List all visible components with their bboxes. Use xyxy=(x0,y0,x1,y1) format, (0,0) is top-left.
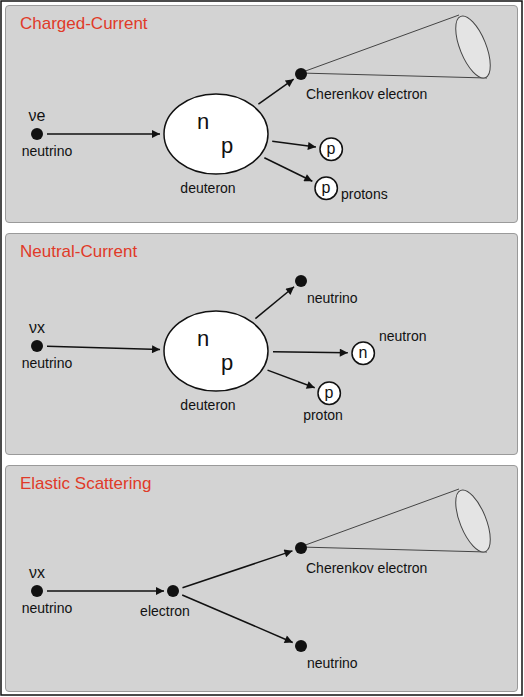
deuteron-ellipse: npdeuteron xyxy=(163,310,269,392)
cone-edge xyxy=(300,15,459,73)
reaction-arrow xyxy=(258,79,293,104)
panel-title: Elastic Scattering xyxy=(20,474,151,494)
reaction-arrow xyxy=(47,133,160,135)
particle-dot: νeneutrino xyxy=(31,128,43,140)
particle-label: neutrino xyxy=(22,143,73,159)
neutrino-symbol: νe xyxy=(29,107,46,125)
reaction-arrow xyxy=(268,370,315,388)
cone-edge xyxy=(300,547,487,552)
particle-dot: neutrino xyxy=(295,640,307,652)
particle-dot-shape xyxy=(31,340,43,352)
particle-label: electron xyxy=(140,603,190,619)
particle-label: deuteron xyxy=(180,397,235,413)
reaction-arrow xyxy=(182,595,293,642)
particle-dot-shape xyxy=(295,542,307,554)
nucleon-outline xyxy=(352,342,374,364)
node-outline xyxy=(295,68,307,80)
nucleon-circle: nneutron xyxy=(351,341,375,365)
particle-label: Cherenkov electron xyxy=(306,86,427,102)
particle-label: neutron xyxy=(379,328,426,344)
nucleon-letter: p xyxy=(325,384,334,402)
neutrino-symbol: νx xyxy=(29,564,45,582)
particle-dot-shape xyxy=(31,128,43,140)
reaction-arrow xyxy=(47,346,160,349)
nucleon-outline xyxy=(320,138,342,160)
nucleon-letter: n xyxy=(197,109,209,134)
cherenkov-cone xyxy=(300,486,497,557)
particle-label: neutrino xyxy=(22,600,73,616)
nucleon-letter: p xyxy=(327,140,336,158)
particle-dot-shape xyxy=(31,585,43,597)
reaction-arrow xyxy=(273,352,348,353)
cone-edge xyxy=(300,489,459,547)
reaction-panel: νxneutrinonpdeuteronneutrinonneutronppro… xyxy=(5,233,518,455)
node-outline xyxy=(295,542,307,554)
reaction-arrow xyxy=(255,287,294,319)
particle-dot-shape xyxy=(295,68,307,80)
deuteron-outline xyxy=(164,94,268,174)
cherenkov-cone xyxy=(300,12,497,83)
nucleon-circle: p xyxy=(319,137,343,161)
reaction-arrow xyxy=(272,141,316,147)
nucleon-letter: n xyxy=(197,326,209,351)
deuteron-ellipse: npdeuteron xyxy=(163,93,269,175)
nucleon-letter: p xyxy=(221,350,233,375)
particle-label: neutrino xyxy=(307,655,358,671)
particle-dot-shape xyxy=(295,275,307,287)
cone-edge xyxy=(300,73,487,78)
nucleon-letter: p xyxy=(221,133,233,158)
nucleon-letter: n xyxy=(359,344,368,362)
cone-rim xyxy=(449,486,498,557)
particle-label: neutrino xyxy=(307,290,358,306)
node-outline xyxy=(31,340,43,352)
particle-dot: Cherenkov electron xyxy=(295,68,307,80)
nucleon-outline xyxy=(318,382,340,404)
reaction-panel: νxneutrinoelectronCherenkov electronneut… xyxy=(5,465,518,692)
node-outline xyxy=(295,275,307,287)
neutrino-symbol: νx xyxy=(29,319,45,337)
panel-title: Neutral-Current xyxy=(20,242,137,262)
particle-dot: neutrino xyxy=(295,275,307,287)
particle-dot-shape xyxy=(295,640,307,652)
cone-rim xyxy=(449,12,498,83)
node-outline xyxy=(295,640,307,652)
particle-label: deuteron xyxy=(180,180,235,196)
reaction-arrow xyxy=(47,590,164,592)
reaction-panel: νeneutrinonpdeuteronCherenkov electronpp… xyxy=(5,5,518,223)
reaction-arrow xyxy=(182,551,292,588)
node-outline xyxy=(31,128,43,140)
nucleon-letter: p xyxy=(322,179,331,197)
particle-dot: Cherenkov electron xyxy=(295,542,307,554)
node-outline xyxy=(31,585,43,597)
particle-label: proton xyxy=(303,407,343,423)
nucleon-circle: pproton xyxy=(317,381,341,405)
particle-label: Cherenkov electron xyxy=(306,560,427,576)
particle-label: neutrino xyxy=(22,355,73,371)
particle-label: protons xyxy=(341,186,388,202)
nucleon-outline xyxy=(315,177,337,199)
node-outline xyxy=(167,585,179,597)
node-outline xyxy=(163,93,269,175)
nucleon-circle: pprotons xyxy=(314,176,338,200)
panel-title: Charged-Current xyxy=(20,14,148,34)
particle-dot: electron xyxy=(167,585,179,597)
particle-dot: νxneutrino xyxy=(31,340,43,352)
particle-dot-shape xyxy=(167,585,179,597)
node-outline xyxy=(163,310,269,392)
reaction-arrow xyxy=(264,158,312,182)
deuteron-outline xyxy=(164,311,268,391)
particle-dot: νxneutrino xyxy=(31,585,43,597)
